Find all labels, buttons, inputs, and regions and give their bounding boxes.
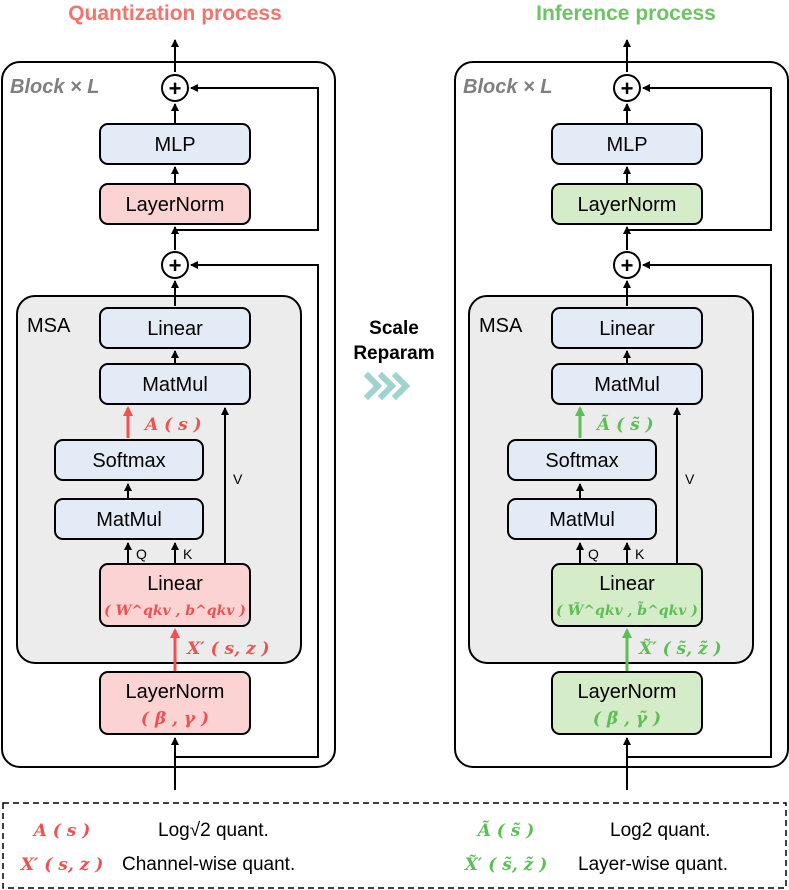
- right-weights-annotation: ( W̃^qkv , b̃^qkv ): [556, 599, 698, 619]
- legend: A ( s ) Log√2 quant. X′ ( s, z ) Channel…: [2, 802, 787, 889]
- right-plus-mid-label: +: [621, 253, 634, 278]
- right-panel: Block × L + MLP LayerNorm + MSA Linear M…: [454, 39, 789, 790]
- left-k-label: K: [183, 546, 193, 562]
- title-quantization-process: Quantization process: [68, 2, 282, 25]
- right-layernorm-lower-label: LayerNorm: [578, 681, 677, 703]
- right-msa-label: MSA: [479, 315, 523, 337]
- left-linear-out: [99, 307, 251, 349]
- left-layernorm-lower: [99, 671, 251, 735]
- left-mlp-node: [99, 123, 251, 165]
- legend-right-text-1: Log2 quant.: [610, 820, 710, 841]
- right-layernorm-upper: [551, 183, 703, 225]
- right-input-quant-annotation: X̃′ ( s̃, z̃ ): [638, 639, 722, 659]
- right-matmul-lower-label: MatMul: [549, 509, 615, 531]
- left-add-top: [161, 74, 189, 102]
- right-matmul-upper-label: MatMul: [594, 374, 660, 396]
- left-softmax-node: [54, 439, 204, 481]
- right-q-label: Q: [588, 546, 599, 562]
- left-block-label: Block × L: [10, 76, 99, 98]
- right-block-label: Block × L: [463, 76, 552, 98]
- legend-right-symbol-1: Ã ( s̃ ): [476, 819, 535, 841]
- left-attn-quant-annotation: A ( s ): [143, 415, 202, 435]
- right-add-top: [613, 74, 641, 102]
- reparam-label: Reparam: [353, 343, 434, 364]
- right-v-label: V: [685, 471, 695, 487]
- left-matmul-upper-label: MatMul: [142, 374, 208, 396]
- title-inference-process: Inference process: [536, 2, 716, 25]
- left-block-container: [1, 61, 336, 768]
- right-k-label: K: [635, 546, 645, 562]
- legend-right-text-2: Layer-wise quant.: [578, 854, 728, 875]
- scale-label: Scale: [369, 318, 419, 339]
- legend-left-text-1: Log√2 quant.: [158, 820, 269, 841]
- left-msa-label: MSA: [27, 315, 71, 337]
- left-linear-qkv: [99, 563, 251, 627]
- right-linear-qkv-label: Linear: [599, 573, 655, 595]
- legend-box: [2, 802, 787, 889]
- right-mlp-label: MLP: [606, 134, 647, 156]
- left-plus-mid-label: +: [169, 253, 182, 278]
- left-softmax-label: Softmax: [92, 450, 165, 472]
- legend-left-text-2: Channel-wise quant.: [122, 854, 295, 875]
- right-matmul-upper: [551, 363, 703, 405]
- chevron-right-icon: [363, 371, 411, 401]
- legend-left-symbol-1: A ( s ): [32, 821, 91, 841]
- right-layernorm-lower: [551, 671, 703, 735]
- left-layernorm-upper-label: LayerNorm: [126, 194, 225, 216]
- left-matmul-upper: [99, 363, 251, 405]
- right-ln-params-annotation: ( β̃ , γ̃ ): [593, 709, 661, 729]
- left-matmul-lower: [54, 498, 204, 540]
- right-mlp-node: [551, 123, 703, 165]
- left-linear-qkv-label: Linear: [147, 573, 203, 595]
- legend-right-symbol-2: X̃′ ( s̃, z̃ ): [464, 855, 548, 875]
- right-add-mid: [613, 251, 641, 279]
- right-plus-top-label: +: [621, 76, 634, 101]
- right-softmax-node: [507, 439, 657, 481]
- left-plus-top-label: +: [169, 76, 182, 101]
- right-layernorm-upper-label: LayerNorm: [578, 194, 677, 216]
- left-input-quant-annotation: X′ ( s, z ): [186, 639, 270, 659]
- legend-left-symbol-2: X′ ( s, z ): [20, 855, 104, 875]
- left-v-label: V: [233, 471, 243, 487]
- right-linear-out: [551, 307, 703, 349]
- left-add-mid: [161, 251, 189, 279]
- left-layernorm-lower-label: LayerNorm: [126, 681, 225, 703]
- left-panel: Block × L + MLP LayerNorm + MSA Linear M: [1, 39, 336, 790]
- right-linear-out-label: Linear: [599, 318, 655, 340]
- left-matmul-lower-label: MatMul: [96, 509, 162, 531]
- right-block-container: [454, 61, 789, 768]
- right-linear-qkv: [551, 563, 703, 627]
- right-attn-quant-annotation: Ã ( s̃ ): [595, 413, 654, 435]
- left-mlp-label: MLP: [154, 134, 195, 156]
- left-weights-annotation: ( W^qkv , b^qkv ): [104, 603, 246, 619]
- scale-reparam-transition: Scale Reparam: [353, 318, 435, 401]
- left-q-label: Q: [136, 546, 147, 562]
- left-linear-out-label: Linear: [147, 318, 203, 340]
- right-matmul-lower: [507, 498, 657, 540]
- right-softmax-label: Softmax: [545, 450, 618, 472]
- left-layernorm-upper: [99, 183, 251, 225]
- left-ln-params-annotation: ( β , γ ): [141, 709, 209, 729]
